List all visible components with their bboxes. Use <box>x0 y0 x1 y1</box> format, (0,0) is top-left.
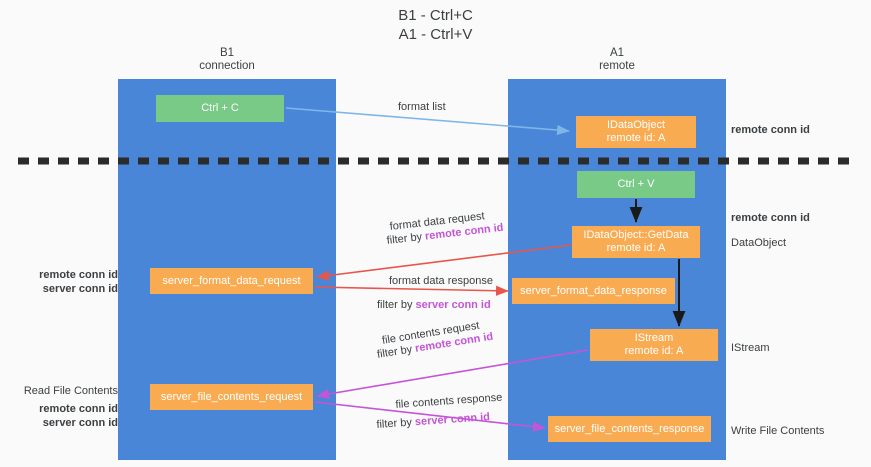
annotation-left-server-conn-id: server conn id <box>42 283 118 295</box>
filter-prefix: filter by <box>377 299 416 311</box>
filter-key-server-conn-id: server conn id <box>414 411 491 429</box>
node-idataobject[interactable]: IDataObject remote id: A <box>576 116 696 148</box>
node-istream[interactable]: IStream remote id: A <box>590 329 718 361</box>
label-format-data-response: format data response <box>389 275 493 287</box>
lane-header-a1: A1 remote <box>599 47 635 72</box>
annotation-left-remote-conn-id: remote conn id <box>39 269 118 281</box>
filter-key-server-conn-id: server conn id <box>415 299 491 311</box>
node-server-format-data-response[interactable]: server_format_data_response <box>512 278 675 304</box>
annotation-read-file-contents: Read File Contents <box>23 385 118 397</box>
node-server-format-data-request[interactable]: server_format_data_request <box>150 268 313 294</box>
annotation-left-server-conn-id-2: server conn id <box>42 417 118 429</box>
node-ctrl-v[interactable]: Ctrl + V <box>577 171 695 198</box>
annotation-remote-conn-id-top: remote conn id <box>731 124 810 136</box>
node-ctrl-c[interactable]: Ctrl + C <box>156 95 284 122</box>
label-format-data-response-filter: filter by server conn id <box>377 298 491 313</box>
annotation-remote-conn-id-mid: remote conn id <box>731 212 810 224</box>
lane-header-b1: B1 connection <box>199 47 255 72</box>
label-format-list: format list <box>398 101 446 113</box>
diagram-title: B1 - Ctrl+C A1 - Ctrl+V <box>398 7 473 43</box>
label-file-contents-response-filter: filter by server conn id <box>376 410 490 433</box>
node-server-file-contents-request[interactable]: server_file_contents_request <box>150 384 313 410</box>
node-idataobject-getdata[interactable]: IDataObject::GetData remote id: A <box>572 226 700 258</box>
annotation-istream: IStream <box>731 342 770 354</box>
filter-prefix: filter by <box>376 416 416 431</box>
filter-prefix: filter by <box>386 230 426 247</box>
annotation-left-remote-conn-id-2: remote conn id <box>39 403 118 415</box>
node-server-file-contents-response[interactable]: server_file_contents_response <box>548 416 711 442</box>
annotation-dataobject: DataObject <box>731 237 787 249</box>
annotation-write-file-contents: Write File Contents <box>731 425 825 437</box>
